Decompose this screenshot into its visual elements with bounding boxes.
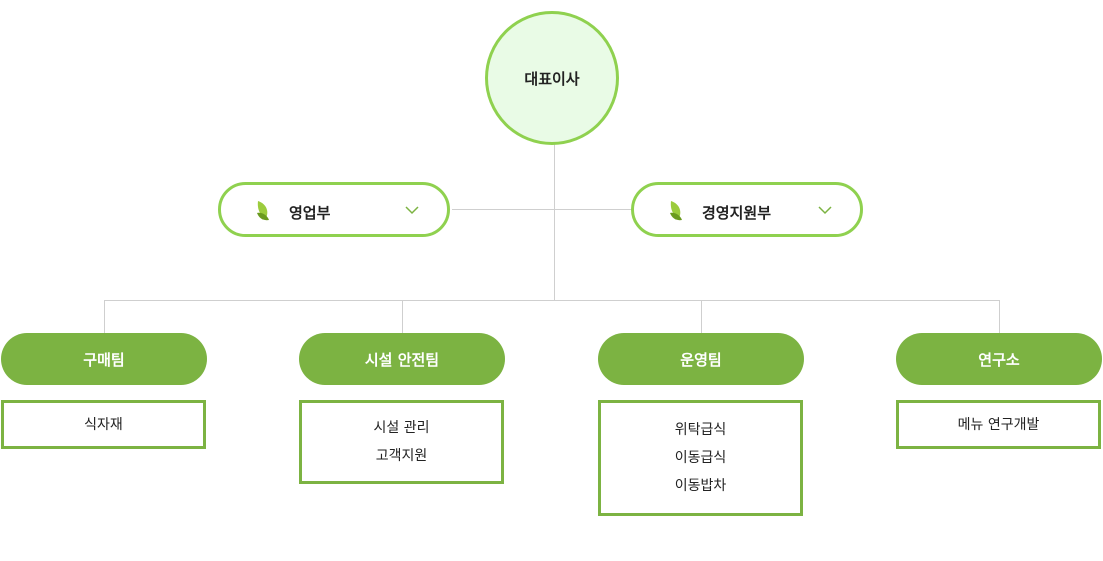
connector-team-1 bbox=[104, 300, 105, 333]
duty-item: 시설 관리 bbox=[373, 420, 430, 436]
ceo-label: 대표이사 bbox=[524, 69, 580, 88]
connector-dept-horizontal bbox=[452, 209, 632, 210]
chevron-down-icon[interactable] bbox=[405, 205, 419, 215]
dept-management-support[interactable]: 경영지원부 bbox=[631, 182, 863, 237]
connector-team-4 bbox=[999, 300, 1000, 333]
leaf-icon bbox=[670, 201, 682, 221]
team-label: 운영팀 bbox=[680, 350, 722, 369]
connector-team-3 bbox=[701, 300, 702, 333]
dept-sales[interactable]: 영업부 bbox=[218, 182, 450, 237]
duty-item: 이동밥차 bbox=[674, 478, 727, 494]
duties-research-lab: 메뉴 연구개발 bbox=[896, 400, 1101, 449]
duty-item: 이동급식 bbox=[674, 450, 727, 466]
dept-label: 경영지원부 bbox=[702, 204, 772, 222]
team-research-lab: 연구소 bbox=[896, 333, 1102, 385]
team-operations: 운영팀 bbox=[598, 333, 804, 385]
duties-purchasing: 식자재 bbox=[1, 400, 206, 449]
chevron-down-icon[interactable] bbox=[818, 205, 832, 215]
team-label: 구매팀 bbox=[83, 350, 125, 369]
ceo-node: 대표이사 bbox=[485, 11, 619, 145]
team-label: 시설 안전팀 bbox=[364, 350, 440, 369]
team-label: 연구소 bbox=[978, 350, 1020, 369]
connector-team-horizontal bbox=[104, 300, 1000, 301]
duties-facility-safety: 시설 관리 고객지원 bbox=[299, 400, 504, 484]
leaf-icon bbox=[257, 201, 269, 221]
duty-item: 메뉴 연구개발 bbox=[957, 416, 1040, 433]
connector-ceo-vertical bbox=[554, 142, 555, 300]
team-purchasing: 구매팀 bbox=[1, 333, 207, 385]
duties-operations: 위탁급식 이동급식 이동밥차 bbox=[598, 400, 803, 516]
duty-item: 위탁급식 bbox=[674, 422, 727, 438]
duty-item: 고객지원 bbox=[375, 448, 428, 464]
duty-item: 식자재 bbox=[84, 416, 123, 433]
connector-team-2 bbox=[402, 300, 403, 333]
dept-label: 영업부 bbox=[289, 204, 331, 222]
team-facility-safety: 시설 안전팀 bbox=[299, 333, 505, 385]
